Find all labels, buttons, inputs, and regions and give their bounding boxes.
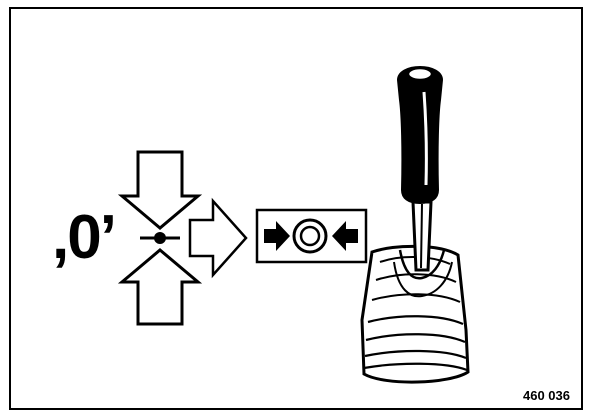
arrow-right-icon	[188, 197, 248, 279]
gear-lever-icon	[396, 65, 444, 272]
neutral-point-icon	[140, 232, 180, 244]
neutral-position-label: ,0’	[52, 203, 117, 272]
diagram-frame	[9, 7, 583, 410]
neutral-symbol-icon	[255, 208, 368, 264]
gear-boot-icon	[360, 244, 470, 384]
arrow-down-icon	[117, 150, 203, 230]
figure-reference: 460 036	[523, 388, 570, 403]
arrow-up-icon	[117, 248, 203, 326]
